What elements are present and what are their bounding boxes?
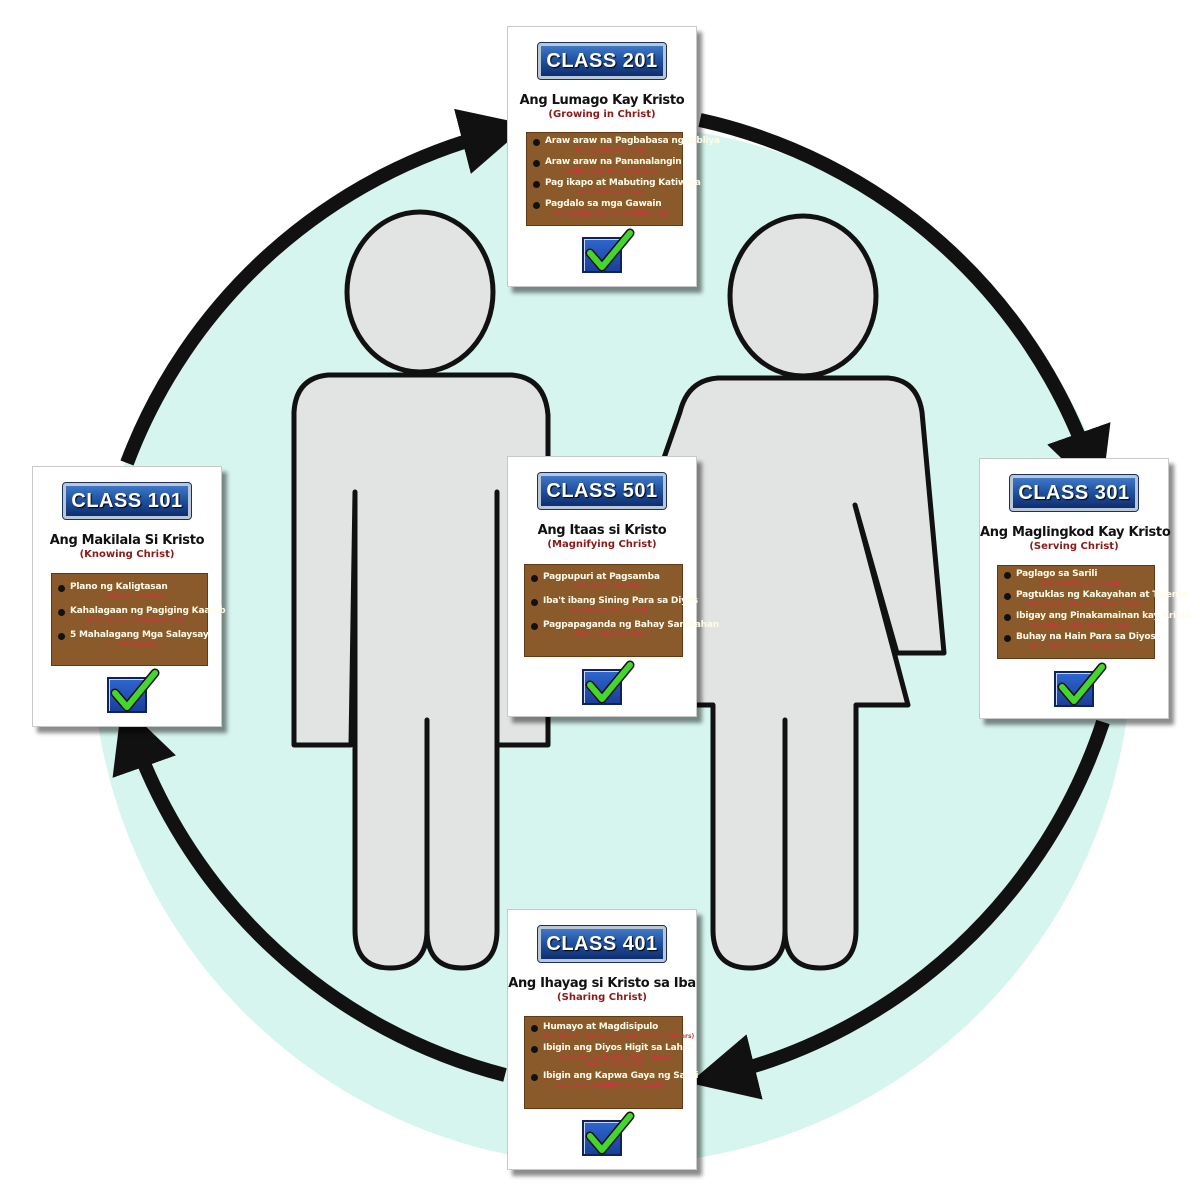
topic-tagalog: Pagtuklas ng Kakayahan at Talento — [1016, 590, 1189, 600]
class-subtitle: (Knowing Christ) — [79, 549, 175, 560]
topic-tagalog: Pagdalo sa mga Gawain — [545, 199, 662, 209]
topic-english: (Personal Development) — [1040, 580, 1124, 587]
topic-tagalog: Pagpupuri at Pagsamba — [543, 572, 660, 582]
topic-tagalog: Ibigin ang Diyos Higit sa Lahat — [543, 1043, 693, 1053]
topic-english: (Daily Quite Time with God) — [563, 168, 658, 175]
topic-tagalog: Humayo at Magdisipulo — [543, 1022, 659, 1032]
topics-box: Humayo at Magdisipulo (Go, Preach the Go… — [524, 1016, 699, 1109]
topic-tagalog: Pag ikapo at Mabuting Katiwala — [545, 178, 701, 188]
class-subtitle: (Serving Christ) — [1029, 541, 1119, 552]
arrow-301-to-401 — [689, 719, 1110, 1100]
class-badge: CLASS 101 — [62, 482, 192, 520]
class-badge: CLASS 301 — [1009, 474, 1139, 512]
class-card-101[interactable]: CLASS 101 Ang Makilala Si Kristo (Knowin… — [32, 466, 226, 727]
topic-english: (5 Statements) — [110, 641, 161, 648]
topic-item: Iba't ibang Sining Para sa Diyos (Creati… — [531, 596, 698, 614]
topic-tagalog: Buhay na Hain Para sa Diyos — [1016, 632, 1156, 642]
topic-item: 5 Mahalagang Mga Salaysay (5 Statements) — [58, 630, 209, 648]
topic-tagalog: Araw araw na Pananalangin — [545, 157, 682, 167]
topic-item: Araw araw na Pagbabasa ng Bibliya (Daily… — [533, 136, 720, 154]
topic-item: Pagtuklas ng Kakayahan at Talento (Disco… — [1004, 590, 1189, 608]
class-title: Ang Makilala Si Kristo — [49, 533, 205, 548]
topic-tagalog: 5 Mahalagang Mga Salaysay — [70, 630, 209, 640]
topic-item: Pagdalo sa mga Gawain (Giving Importance… — [533, 199, 676, 217]
person-icon — [291, 209, 551, 971]
class-badge: CLASS 501 — [537, 472, 667, 510]
topic-english: (Importance of Membership) — [87, 617, 184, 624]
topic-tagalog: Pagpapaganda ng Bahay Sambahan — [543, 620, 719, 630]
topic-english: (Love Your Neighbor as Yourself) — [553, 1082, 666, 1089]
topic-english: (Love the Lord with All the Heart, Mind … — [558, 1054, 672, 1068]
class-card-301[interactable]: CLASS 301 Ang Maglingkod Kay Kristo (Ser… — [979, 458, 1192, 719]
class-title: Ang Itaas si Kristo — [537, 523, 667, 538]
topic-item: Buhay na Hain Para sa Diyos (Giving God … — [1004, 632, 1156, 650]
topic-english: (Good Stewarship) — [578, 189, 643, 196]
topic-item: Pagpapaganda ng Bahay Sambahan (Church B… — [531, 620, 719, 638]
topic-tagalog: Iba't ibang Sining Para sa Diyos — [543, 596, 698, 606]
topic-item: Ibigay ang Pinakamainan kay Kristo (Serv… — [1004, 611, 1192, 629]
topic-item: Pag ikapo at Mabuting Katiwala (Good Ste… — [533, 178, 701, 196]
topic-english: (Giving Importance to Fellowship) — [553, 210, 668, 217]
checkbox-checked-icon — [1054, 662, 1107, 707]
topic-item: Ibigin ang Kapwa Gaya ng Sarili (Love Yo… — [531, 1071, 699, 1089]
topic-english: (Discovering Talents and Abilities) — [1023, 601, 1141, 608]
class-badge: CLASS 201 — [537, 42, 667, 80]
topic-item: Paglago sa Sarili (Personal Development) — [1004, 569, 1148, 587]
topic-tagalog: Ibigin ang Kapwa Gaya ng Sarili — [543, 1071, 699, 1081]
topics-box: Araw araw na Pagbabasa ng Bibliya (Daily… — [526, 132, 720, 226]
class-title: Ang Ihayag si Kristo sa Iba — [508, 976, 696, 991]
topic-english: (Creative Arts for God) — [570, 607, 649, 614]
class-subtitle: (Growing in Christ) — [548, 109, 656, 120]
topic-tagalog: Ibigay ang Pinakamainan kay Kristo — [1016, 611, 1192, 621]
topic-item: Plano ng Kaligtasan (Plan of Salvation) — [58, 582, 201, 600]
topic-tagalog: Paglago sa Sarili — [1016, 569, 1098, 579]
topic-english: (Serving Christ with the Best) — [1031, 622, 1133, 629]
topic-english: (Praise and Worship) — [573, 583, 646, 590]
class-card-201[interactable]: CLASS 201 Ang Lumago Kay Kristo (Growing… — [507, 26, 720, 287]
topic-tagalog: Araw araw na Pagbabasa ng Bibliya — [545, 136, 720, 146]
checkbox-checked-icon — [582, 1111, 635, 1156]
topics-box: Plano ng Kaligtasan (Plan of Salvation) … — [51, 573, 226, 666]
checkbox-checked-icon — [582, 660, 635, 705]
topic-item: Araw araw na Pananalangin (Daily Quite T… — [533, 157, 682, 175]
topic-english: (Daily Bible Reading) — [574, 147, 647, 154]
class-card-401[interactable]: CLASS 401 Ang Ihayag si Kristo sa Iba (S… — [507, 909, 699, 1170]
checkbox-checked-icon — [107, 668, 160, 713]
topic-english: (Go, Preach the Gospel, and Disciple Oth… — [543, 1033, 695, 1040]
class-card-501[interactable]: CLASS 501 Ang Itaas si Kristo (Magnifyin… — [507, 456, 719, 717]
topic-english: (Giving God a Living Sacrifice) — [1030, 643, 1134, 650]
topic-item: Pagpupuri at Pagsamba (Praise and Worshi… — [531, 572, 676, 590]
topic-tagalog: Kahalagaan ng Pagiging Kaanib — [70, 606, 226, 616]
arrow-401-to-101 — [112, 703, 507, 1082]
arrow-201-to-301 — [698, 113, 1111, 497]
class-badge: CLASS 401 — [537, 925, 667, 963]
class-subtitle: (Magnifying Christ) — [547, 539, 657, 550]
class-title: Ang Maglingkod Kay Kristo — [980, 525, 1171, 540]
class-subtitle: (Sharing Christ) — [557, 992, 647, 1003]
arrow-101-to-201 — [120, 108, 528, 466]
topics-box: Pagpupuri at Pagsamba (Praise and Worshi… — [524, 564, 719, 657]
topic-item: Humayo at Magdisipulo (Go, Preach the Go… — [531, 1022, 695, 1040]
topic-english: (Church Beatification) — [572, 631, 647, 638]
topic-tagalog: Plano ng Kaligtasan — [70, 582, 168, 592]
topics-box: Paglago sa Sarili (Personal Development)… — [997, 565, 1192, 659]
topic-item: Kahalagaan ng Pagiging Kaanib (Importanc… — [58, 606, 226, 624]
topic-item: Ibigin ang Diyos Higit sa Lahat (Love th… — [531, 1043, 693, 1068]
class-title: Ang Lumago Kay Kristo — [519, 93, 685, 108]
checkbox-checked-icon — [582, 228, 635, 273]
topic-english: (Plan of Salvation) — [104, 593, 167, 600]
